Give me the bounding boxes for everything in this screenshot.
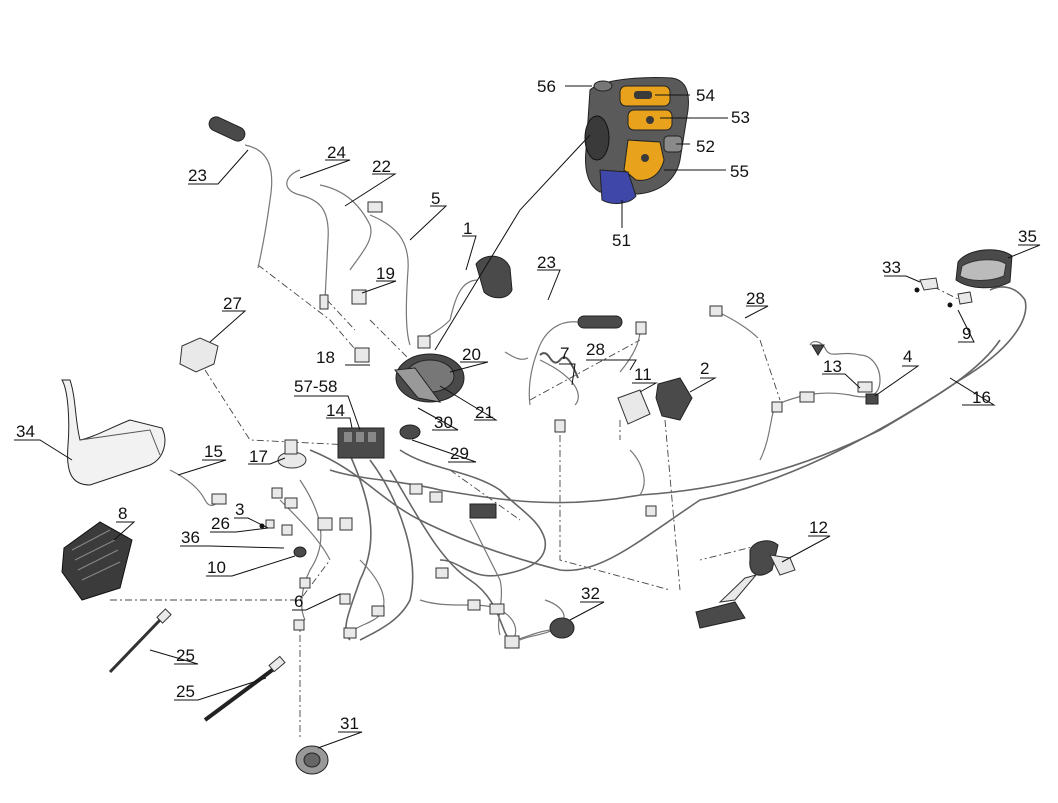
connector-19 xyxy=(351,289,367,305)
callout-51: 51 xyxy=(612,231,631,250)
harness-connectors xyxy=(293,401,783,649)
relay-27 xyxy=(179,337,219,373)
callout-18: 18 xyxy=(316,348,335,367)
callout-23-top: 23 xyxy=(188,166,207,185)
callout-25-upper: 25 xyxy=(176,646,195,665)
bracket-33 xyxy=(919,277,939,291)
callout-36: 36 xyxy=(181,528,200,547)
wire-22 xyxy=(319,184,383,271)
callout-1: 1 xyxy=(463,219,472,238)
wire-24 xyxy=(286,169,329,310)
connector-4 xyxy=(865,393,879,405)
callout-13: 13 xyxy=(823,357,842,376)
callout-24: 24 xyxy=(327,143,346,162)
grommet-29 xyxy=(399,424,421,440)
coiled-cord-7 xyxy=(539,352,579,433)
main-harness xyxy=(279,286,1027,646)
callout-16: 16 xyxy=(972,388,991,407)
throttle-housing-1 xyxy=(417,255,513,349)
module-11 xyxy=(617,389,651,425)
callout-12: 12 xyxy=(809,518,828,537)
wire-5 xyxy=(369,214,411,346)
callout-4: 4 xyxy=(903,347,912,366)
callout-14: 14 xyxy=(326,401,345,420)
callout-7: 7 xyxy=(560,344,569,363)
callout-35: 35 xyxy=(1018,227,1037,246)
callout-6: 6 xyxy=(294,592,303,611)
handguard-34 xyxy=(61,379,166,486)
regulator-8 xyxy=(61,521,133,601)
callout-53: 53 xyxy=(731,108,750,127)
callout-26: 26 xyxy=(211,514,230,533)
callout-3: 3 xyxy=(235,500,244,519)
sensor-32 xyxy=(514,617,575,641)
wire-15 xyxy=(169,469,227,507)
callout-29: 29 xyxy=(450,444,469,463)
callout-23-center: 23 xyxy=(537,253,556,272)
screw-33 xyxy=(914,287,920,293)
wire-13 xyxy=(799,344,873,403)
callout-55: 55 xyxy=(730,162,749,181)
callout-11: 11 xyxy=(634,365,652,384)
horn-31 xyxy=(295,745,329,775)
callout-19: 19 xyxy=(376,264,395,283)
callout-labels: 56 54 53 52 55 51 23 24 22 5 1 23 35 33 … xyxy=(16,77,1037,733)
callout-28-center: 28 xyxy=(586,340,605,359)
callout-57-58: 57-58 xyxy=(294,377,337,396)
callout-33: 33 xyxy=(882,258,901,277)
callout-25-lower: 25 xyxy=(176,682,195,701)
callout-9: 9 xyxy=(962,324,971,343)
handgrip-heater-right xyxy=(504,315,623,406)
callout-56: 56 xyxy=(537,77,556,96)
relay-2 xyxy=(655,377,693,421)
callout-17: 17 xyxy=(249,447,268,466)
callout-28-right: 28 xyxy=(746,289,765,308)
callout-20: 20 xyxy=(462,345,481,364)
callout-2: 2 xyxy=(700,359,709,378)
callout-34: 34 xyxy=(16,422,35,441)
cable-25b xyxy=(203,655,286,722)
callout-32: 32 xyxy=(581,584,600,603)
callout-5: 5 xyxy=(431,189,440,208)
callout-22: 22 xyxy=(372,157,391,176)
callout-21: 21 xyxy=(475,403,494,422)
screw-9 xyxy=(947,302,953,308)
connector-18 xyxy=(354,347,370,363)
cable-28 xyxy=(619,305,759,373)
bracket-9 xyxy=(957,291,973,305)
callout-10: 10 xyxy=(207,558,226,577)
sensor-12 xyxy=(695,540,796,629)
callout-54: 54 xyxy=(696,86,715,105)
callout-30: 30 xyxy=(434,413,453,432)
callout-31: 31 xyxy=(340,714,359,733)
fuse-box-14 xyxy=(337,427,385,459)
callout-15: 15 xyxy=(204,442,223,461)
handlebar-switch-assembly xyxy=(584,77,689,204)
callout-52: 52 xyxy=(696,137,715,156)
tail-light-35 xyxy=(955,249,1013,289)
cable-25a xyxy=(108,608,172,674)
callout-8: 8 xyxy=(118,504,127,523)
horn-connector-17 xyxy=(277,439,307,469)
reference-lines xyxy=(110,264,961,740)
leader-lines xyxy=(14,85,1041,749)
small-parts-group xyxy=(259,487,307,558)
callout-27: 27 xyxy=(223,294,242,313)
handgrip-heater-left xyxy=(208,116,273,269)
